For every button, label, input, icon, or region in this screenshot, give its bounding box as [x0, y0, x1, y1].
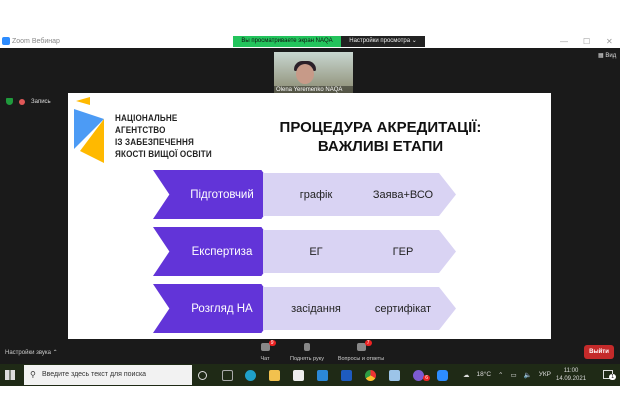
mail-icon[interactable] — [317, 370, 328, 381]
qa-badge: 7 — [364, 340, 372, 346]
chat-badge: 9 — [268, 340, 276, 346]
edge-icon[interactable] — [245, 370, 256, 381]
word-icon[interactable] — [341, 370, 352, 381]
file-explorer-icon[interactable] — [269, 370, 280, 381]
step-chevron: ГЕР — [350, 230, 456, 273]
view-button[interactable]: ▦ Вид — [598, 53, 617, 59]
clock[interactable]: 11:00 14.09.2021 — [556, 367, 586, 383]
notifications-icon[interactable]: 1 — [603, 370, 616, 380]
weather-icon[interactable]: ☁ — [463, 372, 470, 379]
person-face — [296, 64, 314, 84]
view-label: Вид — [605, 53, 617, 59]
minimize-button[interactable]: — — [560, 37, 568, 46]
recording-indicator: Запись — [6, 98, 51, 105]
hand-icon — [304, 343, 310, 351]
paint-icon[interactable] — [389, 370, 400, 381]
title-line-2: ВАЖЛИВІ ЕТАПИ — [317, 138, 444, 155]
qa-icon: 7 — [356, 340, 372, 351]
title-line-1: ПРОЦЕДУРА АКРЕДИТАЦІЇ: — [279, 119, 482, 136]
step-chevron: засідання — [263, 287, 369, 330]
clock-date: 14.09.2021 — [556, 376, 587, 382]
logo-line: НАЦІОНАЛЬНЕ — [115, 113, 178, 124]
chat-button[interactable]: 9 Чат — [255, 340, 276, 362]
qa-label: Вопросы и ответы — [337, 356, 385, 362]
step-chevron: сертифікат — [350, 287, 456, 330]
recording-label: Запись — [31, 98, 51, 105]
qa-button[interactable]: 7 Вопросы и ответы — [335, 340, 387, 362]
leave-button[interactable]: Выйти — [584, 345, 614, 359]
viber-icon[interactable]: 6 — [413, 370, 430, 381]
volume-icon[interactable]: 🔈 — [523, 372, 532, 379]
meeting-toolbar: Настройки звука ⌃ 9 Чат Поднять руку 7 В… — [0, 340, 620, 364]
app-title: Zoom Вебинар — [12, 38, 60, 45]
stage-chevron: Підготовчий — [153, 170, 279, 219]
stage-chevron: Розгляд НА — [153, 284, 279, 333]
slide-title: ПРОЦЕДУРА АКРЕДИТАЦІЇ: ВАЖЛИВІ ЕТАПИ — [248, 118, 513, 156]
step-chevron: ЕГ — [263, 230, 369, 273]
close-button[interactable]: ✕ — [606, 37, 613, 46]
logo-line: ІЗ ЗАБЕЗПЕЧЕННЯ — [115, 137, 194, 148]
participant-video[interactable]: Olena Yeremenko NAQA — [274, 52, 353, 94]
tray-chevron-icon[interactable]: ⌃ — [498, 372, 504, 379]
taskbar-search-input[interactable]: ⚲ Введите здесь текст для поиска — [24, 365, 192, 385]
store-icon[interactable] — [293, 370, 304, 381]
raise-hand-button[interactable]: Поднять руку — [287, 343, 327, 362]
step-chevron: Заява+ВСО — [350, 173, 456, 216]
windows-start-icon[interactable] — [5, 370, 15, 380]
screen-share-banner: Вы просматриваете экран NAQA — [233, 36, 341, 47]
chat-label: Чат — [260, 356, 270, 362]
logo-line: АГЕНТСТВО — [115, 125, 166, 136]
language-indicator[interactable]: УКР — [538, 371, 551, 378]
zoom-taskbar-icon[interactable] — [437, 370, 448, 381]
task-view-icon[interactable] — [222, 370, 233, 381]
shared-slide: НАЦІОНАЛЬНЕ АГЕНТСТВО ІЗ ЗАБЕЗПЕЧЕННЯ ЯК… — [68, 93, 551, 339]
search-icon: ⚲ — [30, 370, 36, 379]
clock-time: 11:00 — [563, 368, 579, 374]
raise-hand-label: Поднять руку — [290, 356, 324, 362]
windows-taskbar: ⚲ Введите здесь текст для поиска 6 ☁ 18°… — [0, 364, 620, 386]
security-shield-icon — [6, 98, 13, 105]
logo-line: ЯКОСТІ ВИЩОЇ ОСВІТИ — [115, 149, 212, 160]
notification-count: 1 — [609, 374, 616, 380]
chrome-icon[interactable] — [365, 370, 376, 381]
chat-icon: 9 — [260, 340, 276, 351]
step-chevron: графік — [263, 173, 369, 216]
stage-chevron: Експертиза — [153, 227, 279, 276]
naqa-logo-icon — [74, 97, 104, 163]
weather-temp[interactable]: 18°C — [476, 371, 492, 378]
search-placeholder: Введите здесь текст для поиска — [42, 371, 147, 378]
view-settings-button[interactable]: Настройки просмотра ⌄ — [341, 36, 425, 47]
cortana-icon[interactable] — [198, 371, 207, 380]
logo-text: НАЦІОНАЛЬНЕ АГЕНТСТВО ІЗ ЗАБЕЗПЕЧЕННЯ ЯК… — [115, 113, 212, 161]
sound-settings-button[interactable]: Настройки звука ⌃ — [5, 350, 58, 356]
record-icon — [19, 98, 25, 105]
zoom-logo-icon — [2, 37, 10, 45]
system-tray: ☁ 18°C ⌃ ▭ 🔈 УКР — [463, 371, 551, 379]
viber-badge: 6 — [423, 375, 430, 381]
participant-name: Olena Yeremenko NAQA — [274, 86, 353, 94]
network-icon[interactable]: ▭ — [510, 372, 517, 379]
maximize-button[interactable]: ☐ — [583, 37, 591, 46]
